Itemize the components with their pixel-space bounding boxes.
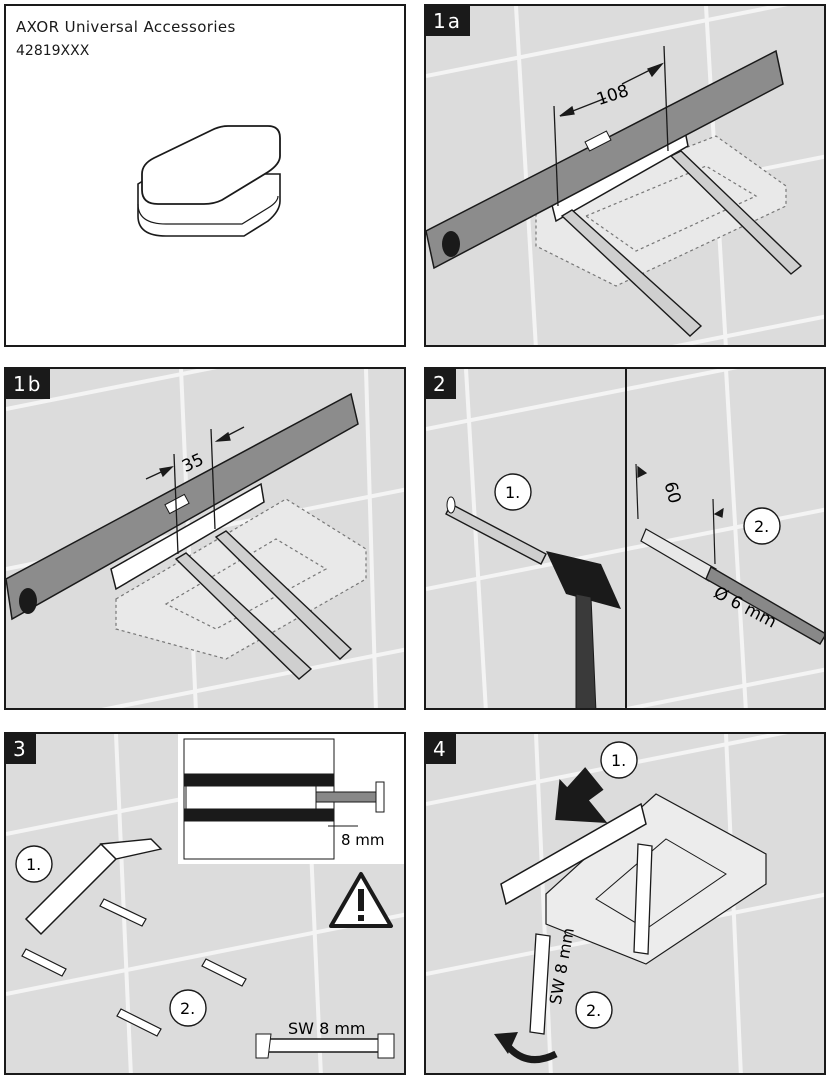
step-2-illustration: 60 Ø 6 mm 1. 2. bbox=[426, 369, 824, 708]
step-4-bubble-1: 1. bbox=[611, 751, 626, 770]
step-3-bubble-1: 1. bbox=[26, 855, 41, 874]
step-2-label: 2 bbox=[426, 369, 456, 399]
step-3-label: 3 bbox=[6, 734, 36, 764]
step-2-bubble-1: 1. bbox=[505, 483, 520, 502]
step-1b-label: 1b bbox=[6, 369, 51, 399]
step-4-wrench-size: SW 8 mm bbox=[546, 926, 578, 1006]
step-4-label: 4 bbox=[426, 734, 456, 764]
step-4-bubble-2: 2. bbox=[586, 1001, 601, 1020]
step-3-panel: 8 mm 1. 2. SW 8 mm 3 bbox=[4, 732, 406, 1075]
step-3-wrench-size: SW 8 mm bbox=[288, 1019, 366, 1038]
step-3-bubble-2: 2. bbox=[180, 999, 195, 1018]
step-2-panel: 60 Ø 6 mm 1. 2. 2 bbox=[424, 367, 826, 710]
product-title: AXOR Universal Accessories bbox=[16, 18, 236, 36]
product-code: 42819XXX bbox=[16, 43, 90, 59]
product-info-panel: AXOR Universal Accessories 42819XXX bbox=[4, 4, 406, 347]
step-2-bubble-2: 2. bbox=[754, 517, 769, 536]
step-1a-label: 1a bbox=[426, 6, 470, 36]
step-1a-illustration: 108 bbox=[426, 6, 824, 345]
step-2-dimension: 60 bbox=[660, 480, 685, 506]
step-1a-panel: 108 1a bbox=[424, 4, 826, 347]
step-4-illustration: SW 8 mm 1. 2. bbox=[426, 734, 824, 1073]
step-1b-panel: 35 1b bbox=[4, 367, 406, 710]
step-3-inset-dimension: 8 mm bbox=[341, 831, 385, 849]
step-4-panel: SW 8 mm 1. 2. 4 bbox=[424, 732, 826, 1075]
step-1b-illustration: 35 bbox=[6, 369, 404, 708]
soap-dish-illustration bbox=[137, 125, 281, 237]
step-1a-dimension: 108 bbox=[594, 81, 631, 110]
step-3-illustration: 8 mm 1. 2. SW 8 mm bbox=[6, 734, 404, 1073]
